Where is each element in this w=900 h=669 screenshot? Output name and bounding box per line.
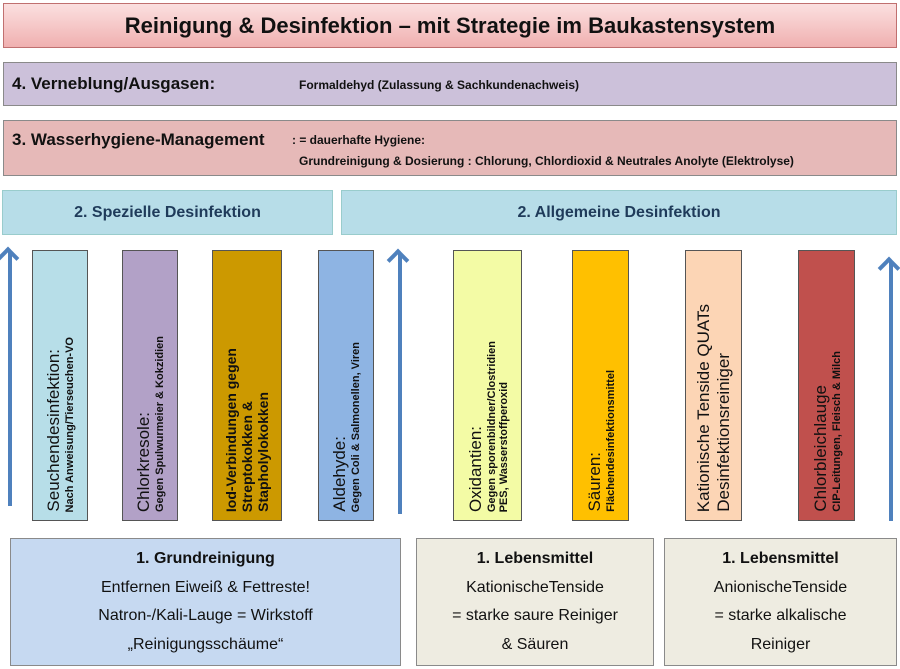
arrow-up-icon	[889, 262, 893, 521]
column-kationische-tenside: Kationische Tenside QUATs Desinfektionsr…	[685, 250, 742, 521]
column-text: Kationische Tenside QUATs	[693, 303, 713, 512]
arrow-up-icon	[8, 252, 12, 506]
column-text: Gegen sporenbildner/Clostridien	[485, 340, 498, 512]
column-title: Chlorkresole:	[134, 411, 153, 512]
page-title: Reinigung & Desinfektion – mit Strategie…	[3, 3, 897, 48]
box-text: = starke alkalische	[714, 607, 847, 625]
box-text: KationischeTenside	[466, 578, 604, 596]
box-text: „Reinigungsschäume“	[127, 635, 284, 653]
column-title: Chlorbleichlauge	[810, 385, 830, 512]
grundreinigung-box: 1. Grundreinigung Entfernen Eiweiß & Fet…	[10, 538, 401, 666]
level4-label: 4. Verneblung/Ausgasen:	[12, 74, 216, 93]
column-text: Iod-Verbindungen gegen	[223, 347, 239, 512]
box-text: Natron-/Kali-Lauge = Wirkstoff	[98, 607, 313, 625]
column-title: Oxidantien:	[465, 426, 485, 512]
column-title: Säuren:	[584, 452, 604, 512]
column-saeuren: Säuren: Flächendesinfektionsmittel	[572, 250, 629, 521]
lebensmittel-anionisch-box: 1. Lebensmittel AnionischeTenside = star…	[664, 538, 897, 666]
column-text: CIP-Leitungen, Fleisch & Milch	[830, 351, 843, 512]
special-disinfection-header: 2. Spezielle Desinfektion	[2, 190, 333, 235]
column-text: Stapholylokokken	[255, 392, 271, 512]
box-title: 1. Grundreinigung	[136, 550, 275, 568]
arrow-up-icon	[398, 254, 402, 514]
column-text: Flächendesinfektionsmittel	[604, 370, 617, 512]
level4-text: Formaldehyd (Zulassung & Sachkundenachwe…	[299, 78, 580, 92]
column-iod: Iod-Verbindungen gegen Streptokokken & S…	[212, 250, 282, 521]
level4-box: 4. Verneblung/Ausgasen: Formaldehyd (Zul…	[3, 62, 897, 106]
box-title: 1. Lebensmittel	[722, 550, 839, 568]
level3-box: 3. Wasserhygiene-Management : = dauerhaf…	[3, 120, 897, 176]
box-text: = starke saure Reiniger	[452, 607, 618, 625]
box-text: & Säuren	[501, 635, 569, 653]
column-chlorkresole: Chlorkresole: Gegen Spulwurmeier & Kokzi…	[122, 250, 178, 521]
column-title: Aldehyde:	[330, 436, 349, 512]
level3-suffix: : = dauerhafte Hygiene:	[292, 133, 426, 147]
column-text: Streptokokken &	[239, 400, 255, 512]
column-seuchendesinfektion: Seuchendesinfektion: Nach Anweisung/Tier…	[32, 250, 88, 521]
column-text: Nach Anweisung/Tierseuchen-VO	[64, 336, 76, 512]
column-text: Gegen Coli & Salmonellen, Viren	[350, 341, 362, 512]
general-disinfection-header: 2. Allgemeine Desinfektion	[341, 190, 897, 235]
level3-label: 3. Wasserhygiene-Management	[12, 130, 265, 149]
level3-text: Grundreinigung & Dosierung : Chlorung, C…	[299, 154, 794, 168]
column-aldehyde: Aldehyde: Gegen Coli & Salmonellen, Vire…	[318, 250, 374, 521]
column-text: Gegen Spulwurmeier & Kokzidien	[154, 335, 166, 512]
column-text: Desinfektionsreiniger	[713, 353, 733, 512]
column-text: PES, Wasserstoffperoxid	[497, 381, 510, 512]
column-oxidantien: Oxidantien: Gegen sporenbildner/Clostrid…	[453, 250, 522, 521]
box-text: Reiniger	[750, 635, 811, 653]
column-chlorbleichlauge: Chlorbleichlauge CIP-Leitungen, Fleisch …	[798, 250, 855, 521]
box-text: Entfernen Eiweiß & Fettreste!	[101, 578, 310, 596]
lebensmittel-kationisch-box: 1. Lebensmittel KationischeTenside = sta…	[416, 538, 654, 666]
box-text: AnionischeTenside	[713, 578, 848, 596]
column-title: Seuchendesinfektion:	[44, 349, 63, 512]
box-title: 1. Lebensmittel	[476, 550, 594, 568]
